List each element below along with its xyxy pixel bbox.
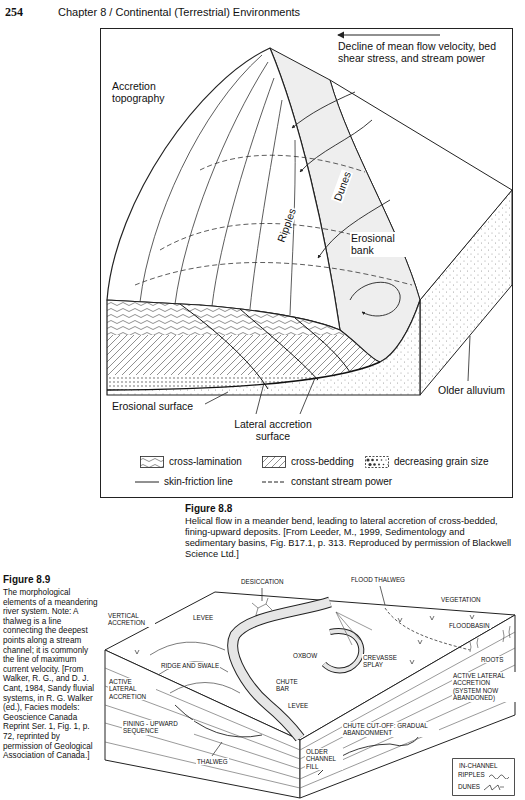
callout-label: ACTIVE LATERAL ACCRETION (SYSTEM NOW ABA… (452, 672, 516, 702)
legend-swatch (365, 456, 389, 468)
legend-item: cross-lamination (140, 456, 242, 468)
figure-frame (101, 29, 513, 498)
legend-swatch (489, 771, 509, 779)
figure-caption: The morphological elements of a meanderi… (3, 588, 100, 761)
ridge-and-swale (150, 642, 240, 693)
legend-sample (484, 783, 504, 791)
callout-label: OXBOW (292, 652, 318, 659)
callout-label: LEVEE (287, 702, 309, 709)
callout-label: ACTIVE LATERAL ACCRETION (108, 678, 156, 700)
roots (470, 626, 510, 652)
legend-sample (262, 456, 286, 468)
figure-number: Figure 8.8 (185, 503, 232, 515)
callout-label: FLOOD THALWEG (350, 576, 406, 583)
callout-label: Older alluvium (438, 384, 505, 396)
legend-text: decreasing grain size (394, 456, 489, 468)
callout-label: FINING - UPWARD SEQUENCE (122, 720, 194, 735)
callout-label: DESICCATION (240, 578, 285, 585)
leader-lines (205, 336, 470, 414)
block-diagram (107, 48, 512, 395)
legend-item: DUNES (458, 783, 504, 791)
legend-sample (489, 771, 509, 779)
callout-label: Erosional bank (350, 232, 412, 257)
callout-label: CHUTE CUT-OFF: GRADUAL ABANDONMENT (342, 722, 439, 737)
flow-note: Decline of mean flow velocity, bed shear… (338, 40, 496, 65)
callout-label: CREVASSE SPLAY (362, 654, 404, 669)
callout-label: Accretion topography (112, 80, 184, 105)
legend-text: cross-bedding (291, 456, 354, 468)
legend-text: RIPPLES (458, 771, 485, 779)
legend-swatch (484, 783, 504, 791)
legend-swatch (135, 476, 159, 488)
key-box (453, 759, 515, 796)
figure-number: Figure 8.9 (3, 574, 50, 586)
figure-caption: Helical flow in a meander bend, leading … (185, 516, 513, 560)
callout-label: FLOODBASIN (448, 622, 491, 629)
callout-label: THALWEG (196, 758, 229, 765)
key-heading: IN-CHANNEL (458, 762, 499, 769)
legend-text: DUNES (458, 783, 480, 791)
callout-label: LEVEE (192, 614, 214, 621)
legend-item: decreasing grain size (365, 456, 489, 468)
callout-label: VERTICAL ACCRETION (107, 612, 155, 627)
callout-label: VEGETATION (440, 596, 482, 603)
legend-item: cross-bedding (262, 456, 354, 468)
stream-power-lines (135, 155, 412, 285)
callout-label: OLDER CHANNEL FILL (305, 748, 343, 770)
legend-text: skin-friction line (164, 476, 233, 488)
legend-sample (365, 456, 389, 468)
legend-swatch (262, 476, 286, 488)
legend-swatch (140, 456, 164, 468)
legend-item: RIPPLES (458, 771, 509, 779)
vegetation (135, 615, 474, 664)
page-number: 254 (5, 5, 23, 19)
callout-label: Erosional surface (112, 400, 193, 412)
callout-label: ROOTS (480, 656, 504, 663)
legend-text: cross-lamination (169, 456, 242, 468)
crevasse-splay (336, 612, 372, 645)
callout-label: RIDGE AND SWALE (160, 662, 220, 669)
legend-item: constant stream power (262, 476, 392, 488)
river-block-diagram (105, 586, 515, 798)
legend-swatch (262, 456, 286, 468)
front-section (107, 295, 420, 395)
legend-item: skin-friction line (135, 476, 233, 488)
legend-sample (135, 476, 159, 488)
callout-label: Lateral accretion surface (228, 418, 318, 443)
legend-sample (140, 456, 164, 468)
meander-channel (233, 602, 362, 738)
running-head: Chapter 8 / Continental (Terrestrial) En… (58, 6, 300, 19)
skin-friction-lines (292, 92, 400, 316)
legend-sample (262, 476, 286, 488)
legend-text: constant stream power (291, 476, 392, 488)
callout-label: CHUTE BAR (275, 678, 307, 693)
